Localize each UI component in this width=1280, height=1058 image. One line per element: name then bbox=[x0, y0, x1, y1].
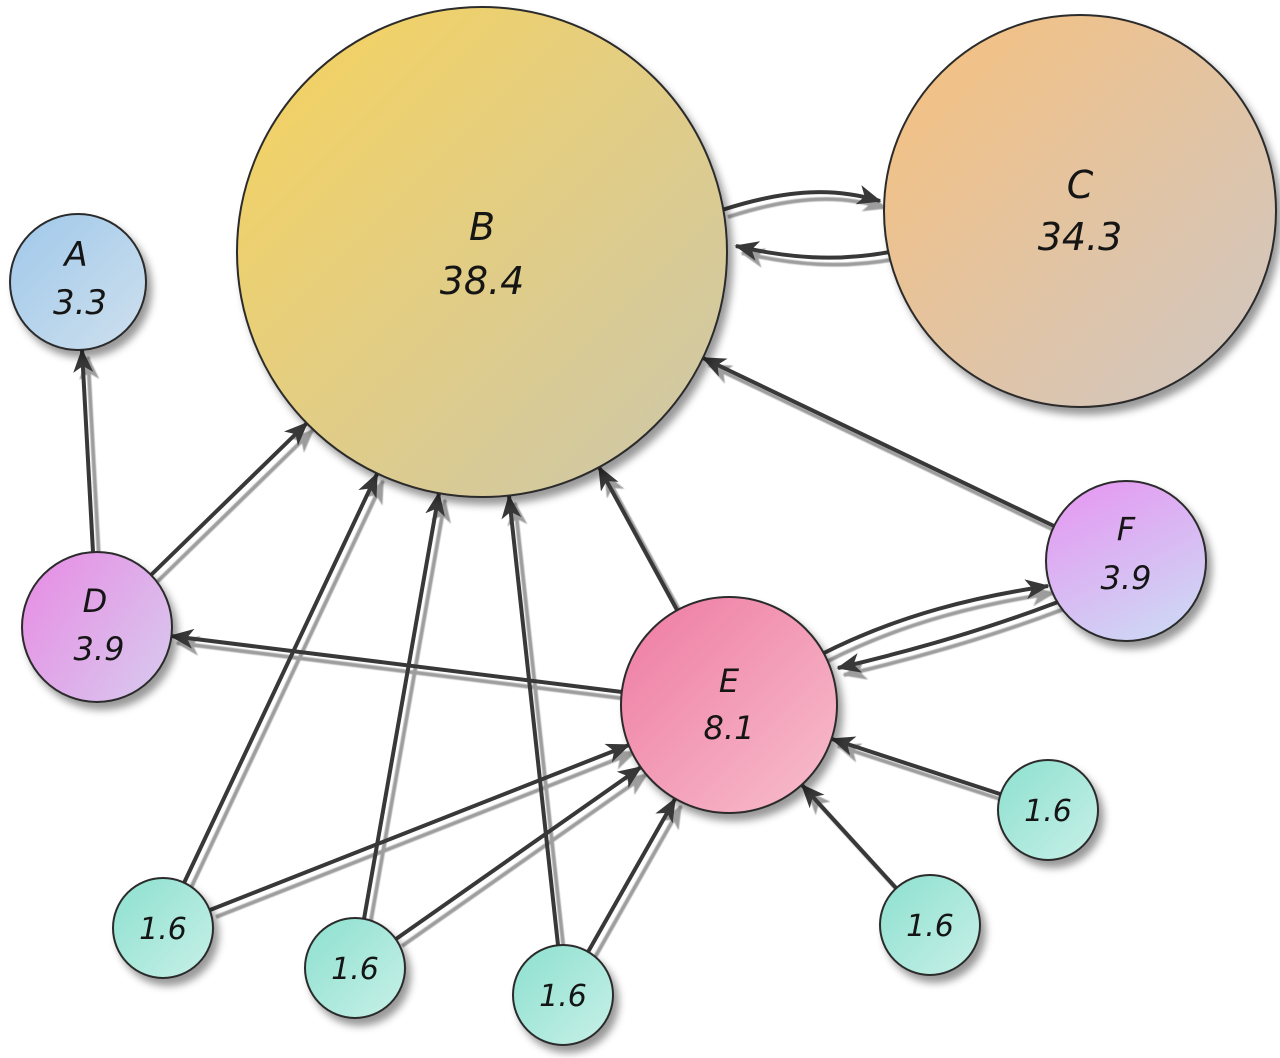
node-s2-circle bbox=[304, 917, 406, 1019]
edge-s5-E bbox=[830, 736, 1001, 796]
node-s4: 1.6 bbox=[879, 874, 981, 976]
node-C: C 34.3 bbox=[883, 14, 1277, 408]
node-s5: 1.6 bbox=[997, 759, 1099, 861]
node-s4-circle bbox=[879, 874, 981, 976]
edge-B-C bbox=[721, 185, 882, 212]
nodes-layer: B 38.4 C 34.3 A 3.3 D 3.9 E 8.1 bbox=[9, 6, 1277, 1046]
node-B: B 38.4 bbox=[236, 6, 728, 498]
node-E-value: 8.1 bbox=[704, 709, 755, 747]
node-F-value: 3.9 bbox=[1101, 559, 1152, 597]
edge-s1-B bbox=[182, 472, 379, 884]
node-F: F 3.9 bbox=[1045, 480, 1207, 642]
node-s2-value: 1.6 bbox=[331, 952, 379, 987]
node-E: E 8.1 bbox=[620, 596, 838, 814]
node-D: D 3.9 bbox=[21, 551, 173, 703]
node-F-label: F bbox=[1117, 510, 1136, 548]
edge-C-B bbox=[734, 241, 891, 261]
node-F-circle bbox=[1045, 480, 1207, 642]
node-C-circle bbox=[883, 14, 1277, 408]
node-D-label: D bbox=[83, 582, 108, 620]
edge-s2-B bbox=[362, 491, 445, 920]
node-B-label: B bbox=[469, 205, 495, 249]
node-s1-circle bbox=[112, 877, 214, 979]
edge-F-E bbox=[836, 600, 1059, 673]
edge-E-D bbox=[169, 628, 623, 694]
node-A-value: 3.3 bbox=[53, 283, 107, 323]
edge-s3-B bbox=[501, 494, 560, 946]
node-E-label: E bbox=[719, 662, 740, 700]
node-D-circle bbox=[21, 551, 173, 703]
edge-E-F bbox=[819, 579, 1050, 657]
node-s5-value: 1.6 bbox=[1024, 794, 1072, 829]
node-s3: 1.6 bbox=[512, 944, 614, 1046]
edge-s3-E bbox=[586, 797, 677, 953]
edge-s1-E bbox=[209, 743, 631, 912]
node-A: A 3.3 bbox=[9, 213, 147, 351]
node-E-circle bbox=[620, 596, 838, 814]
node-s4-value: 1.6 bbox=[906, 909, 954, 944]
edge-E-B bbox=[597, 465, 679, 611]
node-s1: 1.6 bbox=[112, 877, 214, 979]
edge-D-B bbox=[149, 421, 309, 577]
node-s5-circle bbox=[997, 759, 1099, 861]
node-A-circle bbox=[9, 213, 147, 351]
node-s1-value: 1.6 bbox=[139, 912, 187, 947]
edges-layer bbox=[73, 185, 1059, 953]
node-s3-circle bbox=[512, 944, 614, 1046]
edge-F-B bbox=[701, 356, 1055, 528]
edge-D-A bbox=[73, 348, 95, 553]
node-D-value: 3.9 bbox=[74, 630, 125, 668]
node-A-label: A bbox=[62, 235, 87, 275]
edge-s2-E bbox=[394, 765, 643, 941]
edge-s4-E bbox=[800, 783, 898, 890]
node-C-value: 34.3 bbox=[1038, 215, 1123, 259]
node-B-value: 38.4 bbox=[440, 259, 525, 303]
node-s3-value: 1.6 bbox=[539, 979, 587, 1014]
node-s2: 1.6 bbox=[304, 917, 406, 1019]
node-C-label: C bbox=[1067, 163, 1094, 207]
node-B-circle bbox=[236, 6, 728, 498]
